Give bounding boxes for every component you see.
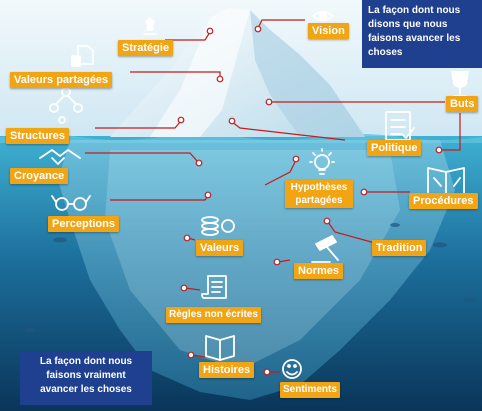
connector-strategie (165, 31, 211, 41)
eye-icon (312, 11, 334, 21)
scroll-icon (201, 275, 227, 299)
lightbulb-icon (309, 148, 335, 175)
note-top-text: La façon dont nous disons que nous faiso… (368, 5, 461, 58)
label-normes: Normes (294, 263, 343, 279)
label-buts: Buts (446, 96, 479, 112)
connector-croyance (85, 152, 199, 163)
connector-buts-right (440, 113, 461, 151)
label-strategie: Stratégie (118, 40, 174, 56)
label-perceptions: Perceptions (48, 216, 119, 232)
connector-hypotheses (264, 159, 297, 186)
label-procedures: Procédures (409, 193, 478, 209)
note-bottom: La façon dont nous faisons vraiment avan… (20, 351, 152, 405)
chess-piece-icon (143, 17, 157, 35)
trophy-icon (451, 71, 469, 97)
iceberg-shade (250, 10, 365, 137)
label-hypotheses-partagees-text: Hypothèses partagées (290, 182, 348, 206)
connector-dots (177, 25, 443, 376)
label-tradition: Tradition (372, 240, 427, 256)
fish-group (24, 223, 476, 332)
gavel-icon (311, 235, 339, 263)
connector-politique (231, 121, 346, 141)
book-icon (205, 335, 235, 361)
network-icon (49, 87, 83, 124)
label-valeurs: Valeurs (196, 240, 244, 256)
label-vision: Vision (308, 23, 349, 39)
label-sentiments: Sentiments (280, 382, 340, 398)
label-politique: Politique (367, 140, 422, 156)
handshake-icon (39, 149, 81, 165)
smiley-icon (282, 359, 302, 379)
label-valeurs-partagees: Valeurs partagées (10, 72, 113, 88)
connector-vision (257, 19, 305, 29)
glasses-icon (51, 195, 91, 211)
connector-structures (95, 121, 181, 129)
iceberg-submerged (58, 140, 455, 400)
note-bottom-text: La façon dont nous faisons vraiment avan… (39, 356, 133, 395)
note-top: La façon dont nous disons que nous faiso… (362, 0, 482, 68)
label-structures: Structures (6, 128, 70, 144)
coins-icon (201, 216, 235, 236)
label-regles-non-ecrites: Règles non écrites (166, 307, 261, 323)
connector-tradition (327, 221, 376, 244)
label-histoires: Histoires (199, 362, 255, 378)
document-icon (71, 45, 94, 67)
label-hypotheses-partagees: Hypothèses partagées (285, 180, 353, 208)
label-croyance: Croyance (10, 168, 69, 184)
connector-regles (184, 287, 201, 291)
